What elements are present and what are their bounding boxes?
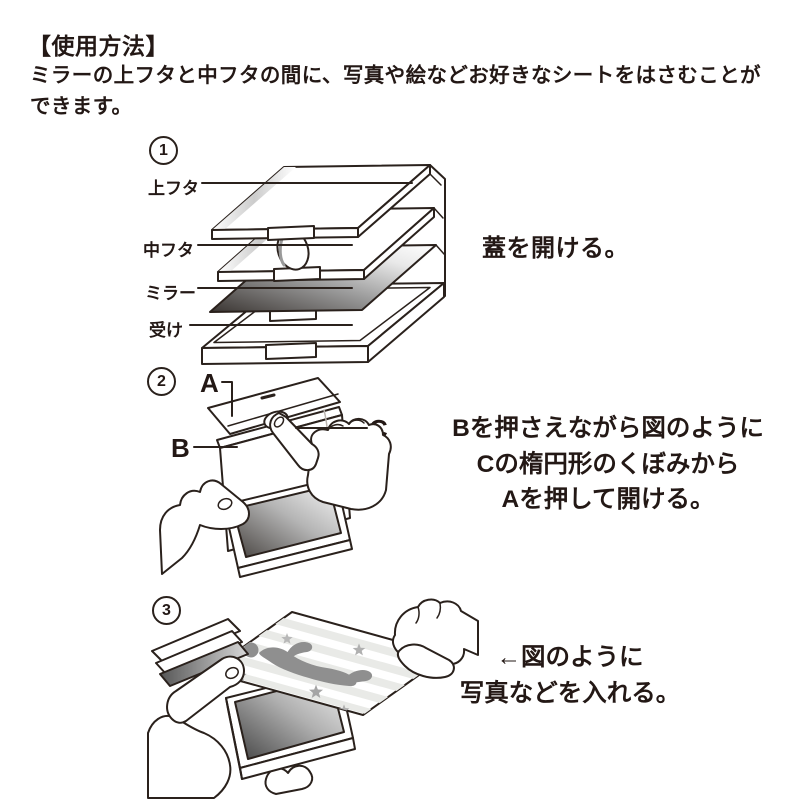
lid-panel-shape <box>207 377 341 435</box>
step-2-diagram-press-open <box>159 377 392 578</box>
bottom-compact-shape <box>223 477 353 578</box>
step-1-digit: 1 <box>159 141 168 159</box>
open-base-mirror-shape <box>225 669 356 780</box>
intro-line-1: ミラーの上フタと中フタの間に、写真や絵などお好きなシートをはさむことが <box>30 64 761 87</box>
standing-lid-shape <box>151 618 249 687</box>
intro-text: ミラーの上フタと中フタの間に、写真や絵などお好きなシートをはさむことが できます… <box>30 60 761 122</box>
left-thumb-shape <box>166 655 245 724</box>
label-point-a: A <box>200 368 219 398</box>
step-2-caption-line-2: Cの楕円形のくぼみから <box>476 450 740 478</box>
hinge-spine-shape <box>429 164 446 297</box>
step-1-caption: 蓋を開ける。 <box>482 235 629 262</box>
step-3-number: 3 <box>152 596 181 625</box>
step-2-number: 2 <box>147 367 176 396</box>
label-middle-lid: 中フタ <box>143 241 194 260</box>
step-3-diagram-insert-photo <box>147 598 479 799</box>
label-mirror: ミラー <box>145 284 196 303</box>
step-2-caption-line-1: Bを押さえながら図のように <box>452 415 764 442</box>
step-1-number: 1 <box>149 136 178 165</box>
label-point-b: B <box>171 433 190 463</box>
index-finger-shape <box>269 412 320 472</box>
point-connector-lines <box>193 381 368 448</box>
step-3-digit: 3 <box>162 601 171 619</box>
step-2-digit: 2 <box>157 372 166 390</box>
left-hand-shape <box>159 479 250 575</box>
step-2-caption-line-3: Aを押して開ける。 <box>501 486 715 513</box>
right-hand-shape <box>391 598 479 679</box>
label-top-lid: 上フタ <box>148 179 199 198</box>
step-2-caption: Bを押さえながら図のように Cの楕円形のくぼみから Aを押して開ける。 <box>428 411 788 518</box>
step-1-diagram-exploded-compact <box>189 164 446 365</box>
page-title: 【使用方法】 <box>28 33 169 59</box>
right-thumb-shape <box>396 643 455 679</box>
intro-line-2: できます。 <box>30 95 133 118</box>
step-3-caption: ←図のように 写真などを入れる。 <box>445 640 695 711</box>
step-3-caption-line-2: 写真などを入れる。 <box>459 679 681 707</box>
right-hand-shape <box>269 412 392 511</box>
label-connector-lines <box>189 182 413 326</box>
label-base: 受け <box>149 321 183 340</box>
step-3-caption-line-1: ←図のように <box>496 644 644 671</box>
left-hand-shape <box>147 655 245 799</box>
person-silhouette <box>243 642 373 687</box>
